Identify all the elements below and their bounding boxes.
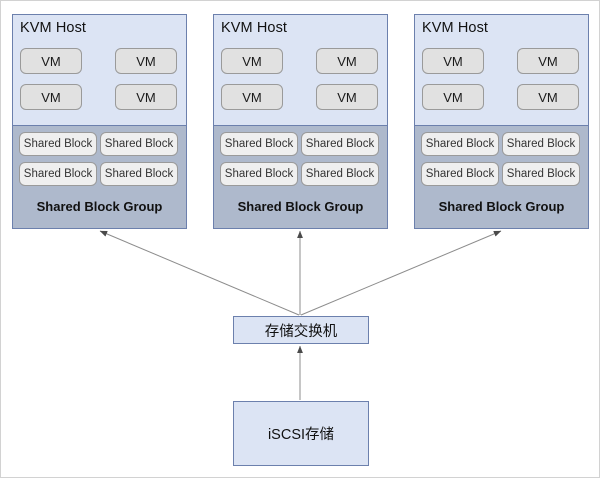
shared-block[interactable]: Shared Block (301, 162, 379, 186)
vm-box[interactable]: VM (20, 48, 82, 74)
shared-block[interactable]: Shared Block (100, 132, 178, 156)
vm-box[interactable]: VM (115, 48, 177, 74)
vm-box[interactable]: VM (115, 84, 177, 110)
shared-block[interactable]: Shared Block (301, 132, 379, 156)
vm-box[interactable]: VM (316, 48, 378, 74)
shared-block[interactable]: Shared Block (502, 162, 580, 186)
host-title-3: KVM Host (422, 20, 489, 36)
shared-block-group-label: Shared Block Group (36, 199, 163, 214)
shared-block[interactable]: Shared Block (19, 162, 97, 186)
shared-block[interactable]: Shared Block (220, 132, 298, 156)
vm-grid-1: VM VM VM VM (20, 48, 181, 120)
vm-box[interactable]: VM (20, 84, 82, 110)
shared-block[interactable]: Shared Block (100, 162, 178, 186)
shared-block[interactable]: Shared Block (421, 162, 499, 186)
vm-box[interactable]: VM (517, 48, 579, 74)
shared-block[interactable]: Shared Block (421, 132, 499, 156)
edge-switch-to-host-1 (99, 230, 300, 316)
shared-block-group-label: Shared Block Group (438, 199, 565, 214)
vm-box[interactable]: VM (517, 84, 579, 110)
vm-box[interactable]: VM (422, 48, 484, 74)
vm-box[interactable]: VM (422, 84, 484, 110)
host-title-1: KVM Host (20, 20, 87, 36)
vm-box[interactable]: VM (316, 84, 378, 110)
vm-box[interactable]: VM (221, 48, 283, 74)
vm-grid-3: VM VM VM VM (422, 48, 583, 120)
shared-block-group-label: Shared Block Group (237, 199, 364, 214)
vm-box[interactable]: VM (221, 84, 283, 110)
shared-block[interactable]: Shared Block (19, 132, 97, 156)
host-title-2: KVM Host (221, 20, 288, 36)
iscsi-storage-node[interactable]: iSCSI存储 (233, 401, 369, 466)
edge-switch-to-host-3 (300, 230, 502, 316)
vm-grid-2: VM VM VM VM (221, 48, 382, 120)
shared-block[interactable]: Shared Block (220, 162, 298, 186)
shared-block[interactable]: Shared Block (502, 132, 580, 156)
storage-switch-node[interactable]: 存储交换机 (233, 316, 369, 344)
